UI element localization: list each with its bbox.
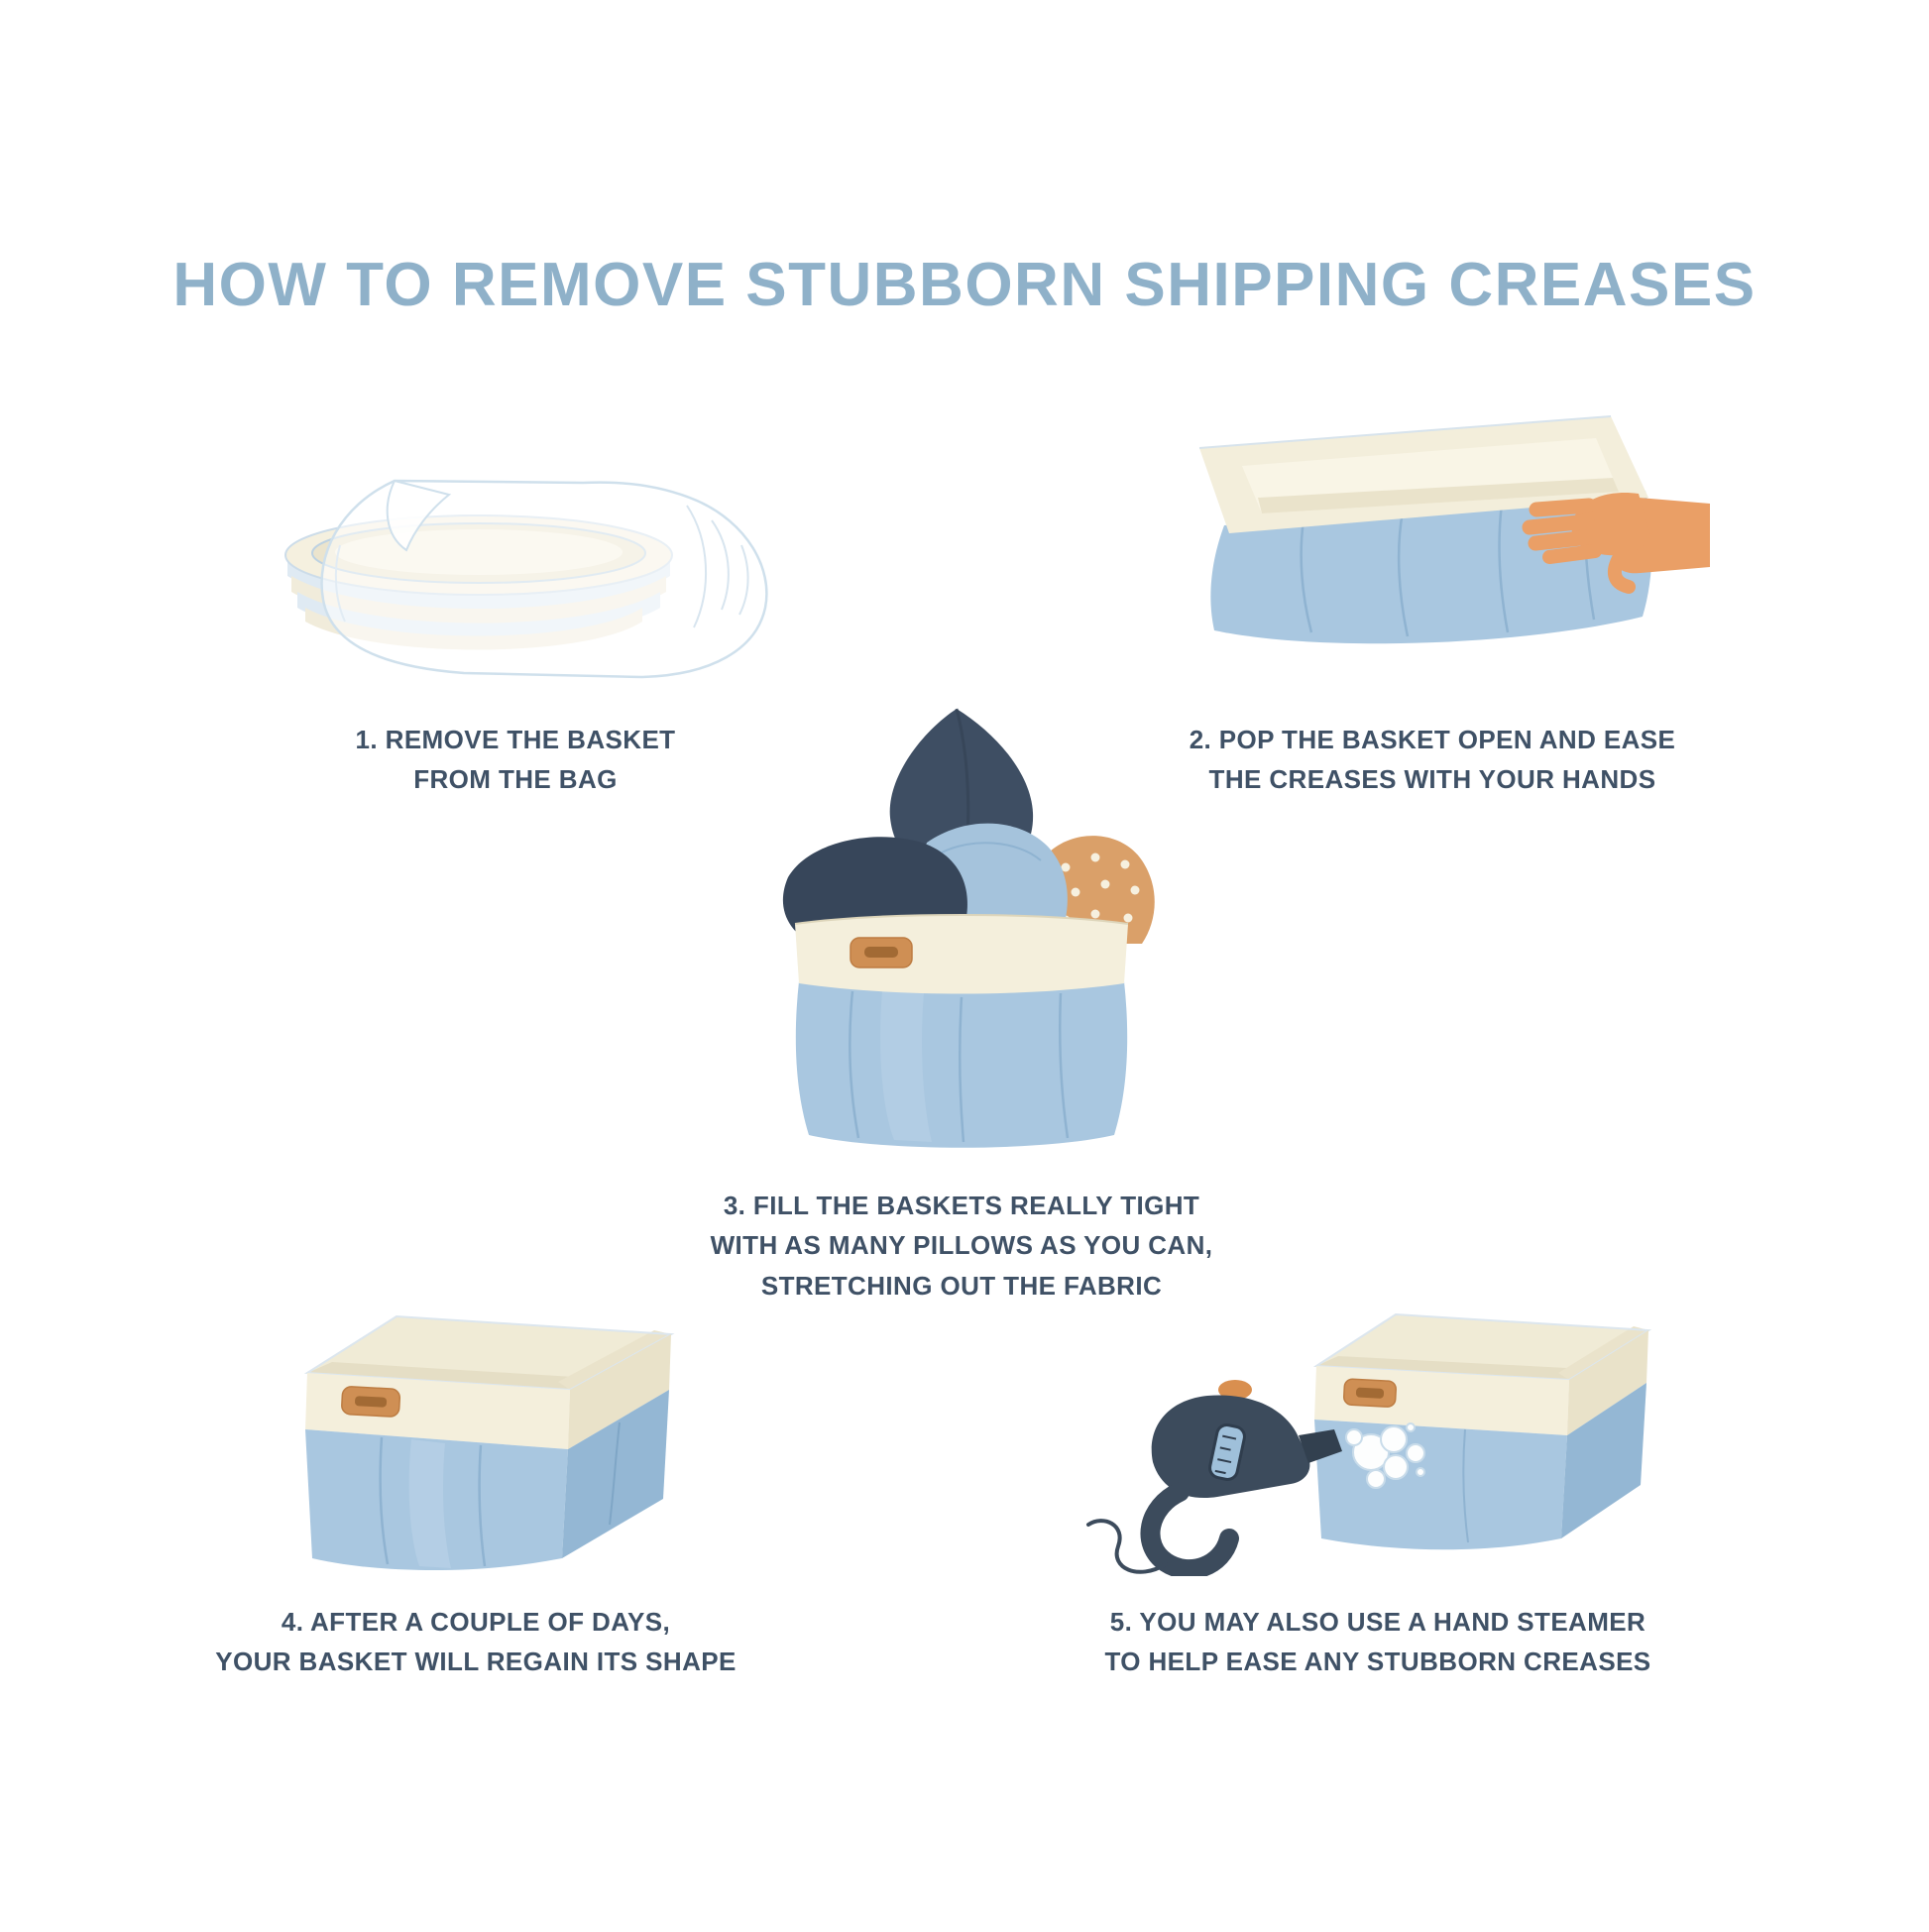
- steamer-nozzle: [1298, 1429, 1342, 1463]
- step-5-caption: 5. YOU MAY ALSO USE A HAND STEAMER TO HE…: [1104, 1607, 1651, 1677]
- step-4-caption: 4. AFTER A COUPLE OF DAYS, YOUR BASKET W…: [215, 1607, 737, 1677]
- plastic-bag-shape: [319, 479, 768, 679]
- basket-handle-shape: [341, 1386, 401, 1418]
- steamer-handle: [1140, 1482, 1239, 1576]
- step-5: 5. YOU MAY ALSO USE A HAND STEAMER TO HE…: [1066, 1269, 1690, 1682]
- step-3-caption: 3. FILL THE BASKETS REALLY TIGHT WITH AS…: [710, 1191, 1213, 1301]
- step-5-illustration steamer-and-basket-illustration: [1085, 1312, 1651, 1576]
- page-title: HOW TO REMOVE STUBBORN SHIPPING CREASES: [172, 251, 1757, 319]
- step-2: 2. POP THE BASKET OPEN AND EASE THE CREA…: [1150, 387, 1715, 800]
- step-1-illustration flattened-basket-in-bag-illustration: [284, 479, 768, 679]
- basket-handle-shape: [850, 937, 913, 968]
- step-3: 3. FILL THE BASKETS REALLY TIGHT WITH AS…: [674, 694, 1249, 1306]
- basket-front-shape: [794, 914, 1129, 1148]
- step-2-caption: 2. POP THE BASKET OPEN AND EASE THE CREA…: [1189, 725, 1676, 795]
- basket-shape: [1312, 1312, 1651, 1550]
- steam-puffs-shape: [1344, 1422, 1425, 1489]
- hand-steamer-shape: [1085, 1380, 1342, 1576]
- step-1: 1. REMOVE THE BASKET FROM THE BAG: [238, 451, 793, 800]
- step-3-illustration basket-with-pillows-illustration: [782, 708, 1155, 1148]
- pillow-orange-shape: [1043, 836, 1155, 944]
- step-2-illustration open-basket-with-hand-illustration: [1198, 415, 1710, 644]
- hand-shape: [1522, 492, 1710, 594]
- step-4-illustration empty-basket-illustration: [303, 1314, 675, 1571]
- step-4: 4. AFTER A COUPLE OF DAYS, YOUR BASKET W…: [188, 1269, 763, 1682]
- empty-basket-shape: [303, 1314, 675, 1571]
- steamer-button: [1217, 1380, 1252, 1400]
- steamer-cord: [1085, 1519, 1168, 1574]
- step-1-caption: 1. REMOVE THE BASKET FROM THE BAG: [355, 725, 676, 795]
